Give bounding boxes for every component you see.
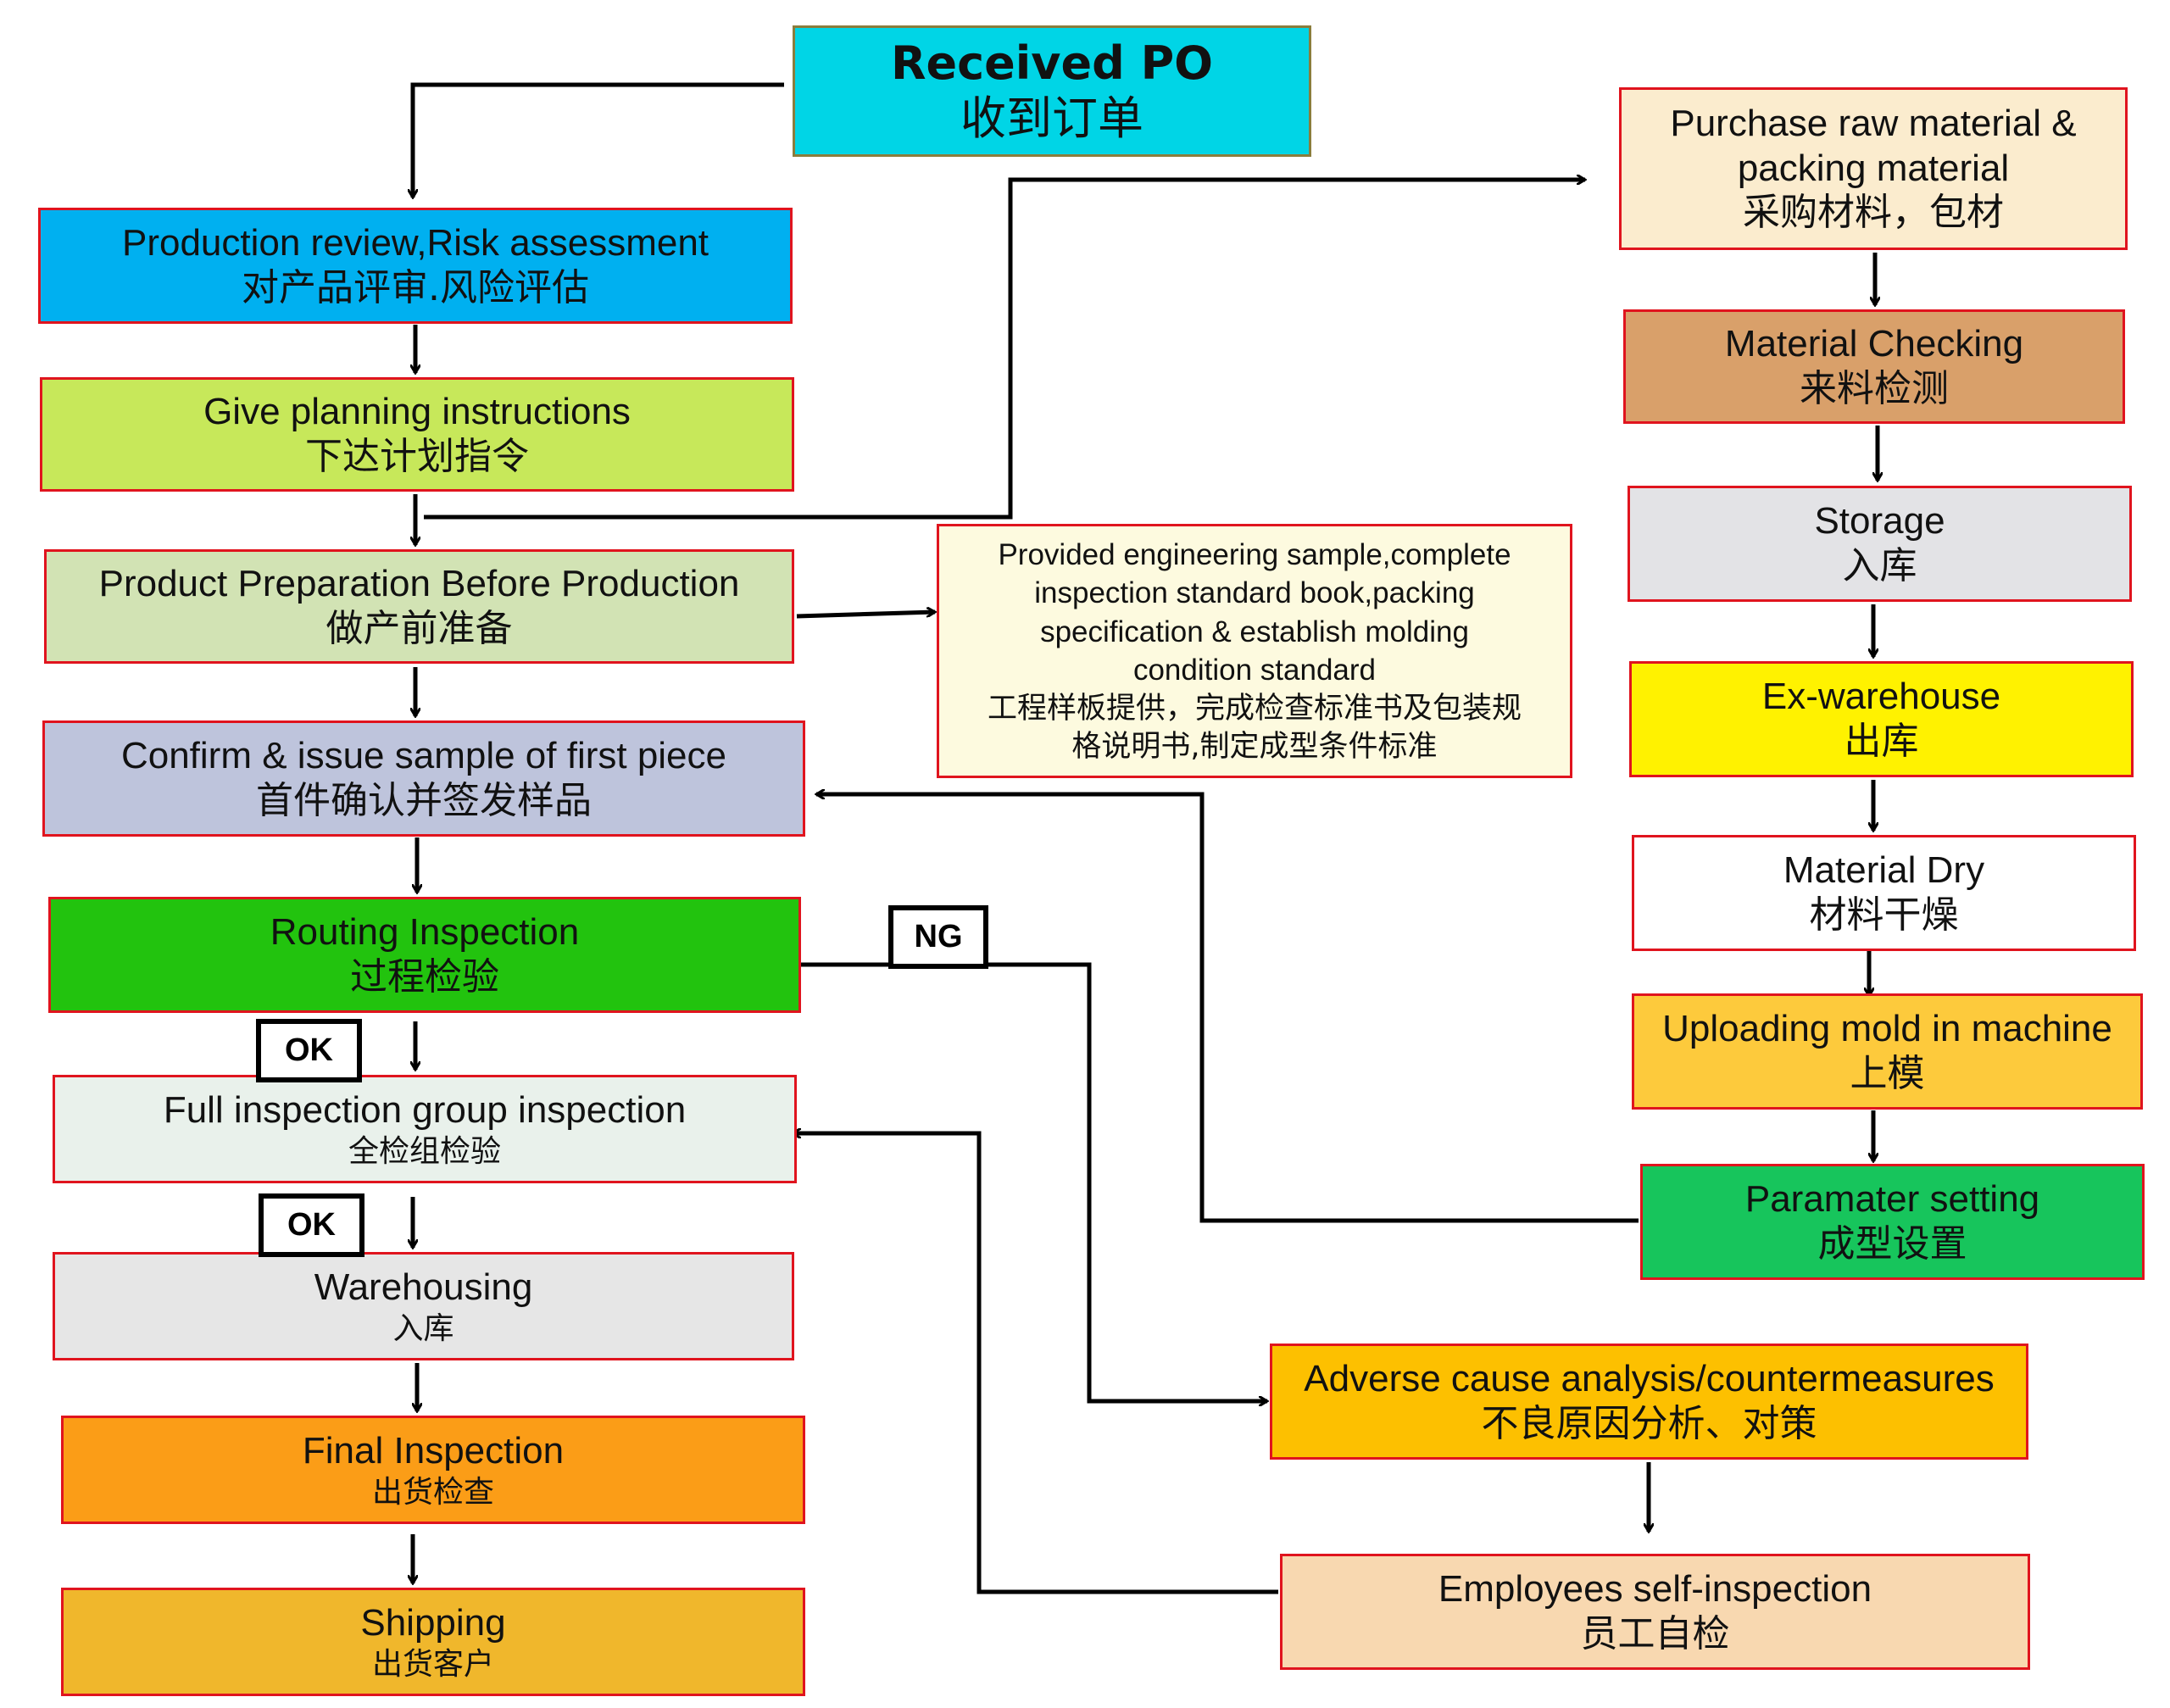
node-planning: Give planning instructions 下达计划指令: [40, 377, 794, 492]
node-production-review-zh: 对产品评审.风险评估: [242, 265, 589, 309]
node-planning-zh: 下达计划指令: [305, 434, 529, 478]
node-first-piece: Confirm & issue sample of first piece 首件…: [42, 720, 805, 837]
node-purchase-zh: 采购材料，包材: [1743, 191, 2004, 235]
node-parameter-setting: Paramater setting 成型设置: [1640, 1164, 2145, 1280]
node-preparation: Product Preparation Before Production 做产…: [44, 549, 794, 664]
arrow-parameter-to-firstpiece: [816, 794, 1639, 1223]
node-warehousing-en: Warehousing: [314, 1266, 533, 1308]
arrow-po-to-review: [413, 82, 784, 198]
node-self-inspection-zh: 员工自检: [1580, 1611, 1730, 1655]
ok-label-full-inspection: OK: [259, 1193, 364, 1257]
node-warehousing-zh: 入库: [392, 1310, 454, 1346]
note-en-line-1: Provided engineering sample,complete: [998, 537, 1511, 571]
arrow-planning-to-purchase: [424, 180, 1585, 520]
node-final-inspection-en: Final Inspection: [302, 1430, 565, 1472]
node-received-po: Received PO 收到订单: [793, 25, 1311, 157]
node-final-inspection-zh: 出货检查: [371, 1474, 494, 1510]
node-material-checking: Material Checking 来料检测: [1623, 309, 2125, 424]
node-production-review-en: Production review,Risk assessment: [121, 221, 709, 264]
node-routing-inspection: Routing Inspection 过程检验: [48, 897, 801, 1013]
node-storage-en: Storage: [1814, 499, 1945, 542]
node-uploading-mold-en: Uploading mold in machine: [1662, 1007, 2112, 1049]
node-received-po-zh: 收到订单: [960, 91, 1143, 145]
note-zh-line-1: 工程样板提供，完成检查标准书及包装规: [987, 691, 1522, 726]
node-uploading-mold-zh: 上模: [1850, 1051, 1925, 1095]
node-uploading-mold: Uploading mold in machine 上模: [1632, 993, 2143, 1110]
node-storage-zh: 入库: [1842, 543, 1917, 587]
node-engineering-note: Provided engineering sample,complete ins…: [937, 524, 1572, 778]
ok-label-routing: OK: [256, 1019, 362, 1082]
note-en-line-4: condition standard: [1132, 654, 1377, 687]
node-adverse-cause-en: Adverse cause analysis/countermeasures: [1304, 1357, 1995, 1399]
node-received-po-en: Received PO: [890, 36, 1214, 90]
arrow-preparation-to-note: [796, 612, 935, 619]
arrow-routing-ng-to-adverse: [801, 962, 1267, 1401]
node-planning-en: Give planning instructions: [203, 390, 631, 432]
node-shipping: Shipping 出货客户: [61, 1588, 805, 1696]
node-material-dry: Material Dry 材料干燥: [1632, 835, 2136, 951]
node-material-dry-en: Material Dry: [1783, 848, 1985, 891]
node-first-piece-zh: 首件确认并签发样品: [256, 778, 592, 822]
node-preparation-zh: 做产前准备: [326, 606, 513, 650]
node-ex-warehouse: Ex-warehouse 出库: [1629, 661, 2134, 777]
node-shipping-zh: 出货客户: [371, 1646, 494, 1682]
node-first-piece-en: Confirm & issue sample of first piece: [120, 734, 727, 776]
node-storage: Storage 入库: [1628, 486, 2132, 602]
node-material-checking-zh: 来料检测: [1800, 366, 1949, 410]
node-purchase-en-line-2: packing material: [1737, 147, 2010, 189]
node-purchase: Purchase raw material & packing material…: [1619, 87, 2128, 250]
node-full-inspection-en: Full inspection group inspection: [163, 1089, 687, 1131]
note-en-line-3: specification & establish molding: [1040, 615, 1469, 648]
node-full-inspection: Full inspection group inspection 全检组检验: [53, 1075, 797, 1183]
node-self-inspection: Employees self-inspection 员工自检: [1280, 1554, 2030, 1670]
node-purchase-en-line-1: Purchase raw material &: [1670, 102, 2077, 144]
node-parameter-setting-zh: 成型设置: [1817, 1221, 1967, 1266]
ng-label: NG: [888, 905, 988, 969]
node-ex-warehouse-en: Ex-warehouse: [1761, 675, 2001, 717]
node-routing-inspection-zh: 过程检验: [350, 954, 499, 999]
node-adverse-cause-zh: 不良原因分析、对策: [1481, 1401, 1817, 1445]
node-production-review: Production review,Risk assessment 对产品评审.…: [38, 208, 793, 324]
note-zh-line-2: 格说明书,制定成型条件标准: [1071, 730, 1438, 764]
node-full-inspection-zh: 全检组检验: [348, 1133, 501, 1169]
node-warehousing: Warehousing 入库: [53, 1252, 794, 1360]
node-parameter-setting-en: Paramater setting: [1744, 1177, 2040, 1220]
node-self-inspection-en: Employees self-inspection: [1438, 1567, 1872, 1610]
node-preparation-en: Product Preparation Before Production: [98, 562, 740, 604]
node-routing-inspection-en: Routing Inspection: [270, 910, 580, 953]
node-material-dry-zh: 材料干燥: [1809, 893, 1959, 937]
node-final-inspection: Final Inspection 出货检查: [61, 1416, 805, 1524]
node-shipping-en: Shipping: [360, 1602, 506, 1644]
note-en-line-2: inspection standard book,packing: [1034, 576, 1475, 609]
node-material-checking-en: Material Checking: [1724, 322, 2024, 364]
arrow-selfinspection-to-full: [793, 1133, 1278, 1594]
node-adverse-cause: Adverse cause analysis/countermeasures 不…: [1270, 1344, 2028, 1460]
node-ex-warehouse-zh: 出库: [1844, 719, 1919, 763]
